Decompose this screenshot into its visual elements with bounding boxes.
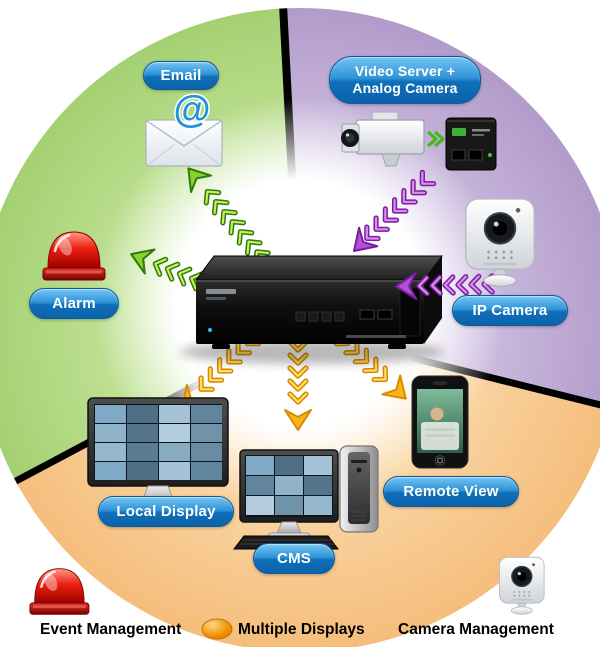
local-display-icon (87, 397, 229, 515)
video-server-label-line2: Analog Camera (352, 80, 458, 96)
legend-camera-icon (498, 556, 545, 615)
cms-label: CMS (253, 543, 335, 574)
video-server-box (445, 117, 497, 171)
legend-event-management: Event Management (40, 621, 182, 638)
cms-icon (232, 445, 379, 550)
nvr-power-led (208, 328, 212, 332)
email-icon: @ (145, 88, 223, 167)
nvr-usb-ports (359, 309, 393, 320)
nvr-front-buttons (295, 311, 345, 322)
cctv-grid-screen (246, 456, 332, 515)
video-server-analog-camera-icon (341, 111, 497, 171)
nvr-shadow (180, 340, 444, 364)
legend-event-alarm-icon (28, 567, 91, 616)
ip-camera-label: IP Camera (452, 295, 568, 326)
local-display-label: Local Display (98, 496, 234, 527)
remote-view-label: Remote View (383, 476, 519, 507)
legend-camera-management: Camera Management (398, 621, 554, 638)
envelope-icon (145, 119, 223, 167)
video-server-analog-camera-label: Video Server + Analog Camera (329, 56, 481, 104)
alarm-label: Alarm (29, 288, 119, 319)
purple-arrow (352, 169, 437, 253)
green-arrow (187, 167, 271, 266)
cctv-grid-screen (95, 405, 222, 480)
email-label: Email (143, 61, 219, 90)
nvr-model-print (346, 335, 406, 338)
home-button-icon (434, 455, 446, 466)
signal-arrow-icon (426, 130, 445, 148)
analog-camera-body (355, 119, 425, 155)
at-symbol: @ (173, 89, 210, 131)
nvr-device (195, 255, 443, 349)
nvr-logo-print (206, 289, 236, 294)
legend-multiple-displays-icon (201, 618, 233, 640)
video-server-label-line1: Video Server + (354, 63, 456, 80)
purple-arrow (395, 271, 495, 300)
remote-view-phone-icon (411, 375, 469, 469)
arrows-top-layer (352, 169, 495, 300)
legend-multiple-displays: Multiple Displays (238, 621, 365, 638)
